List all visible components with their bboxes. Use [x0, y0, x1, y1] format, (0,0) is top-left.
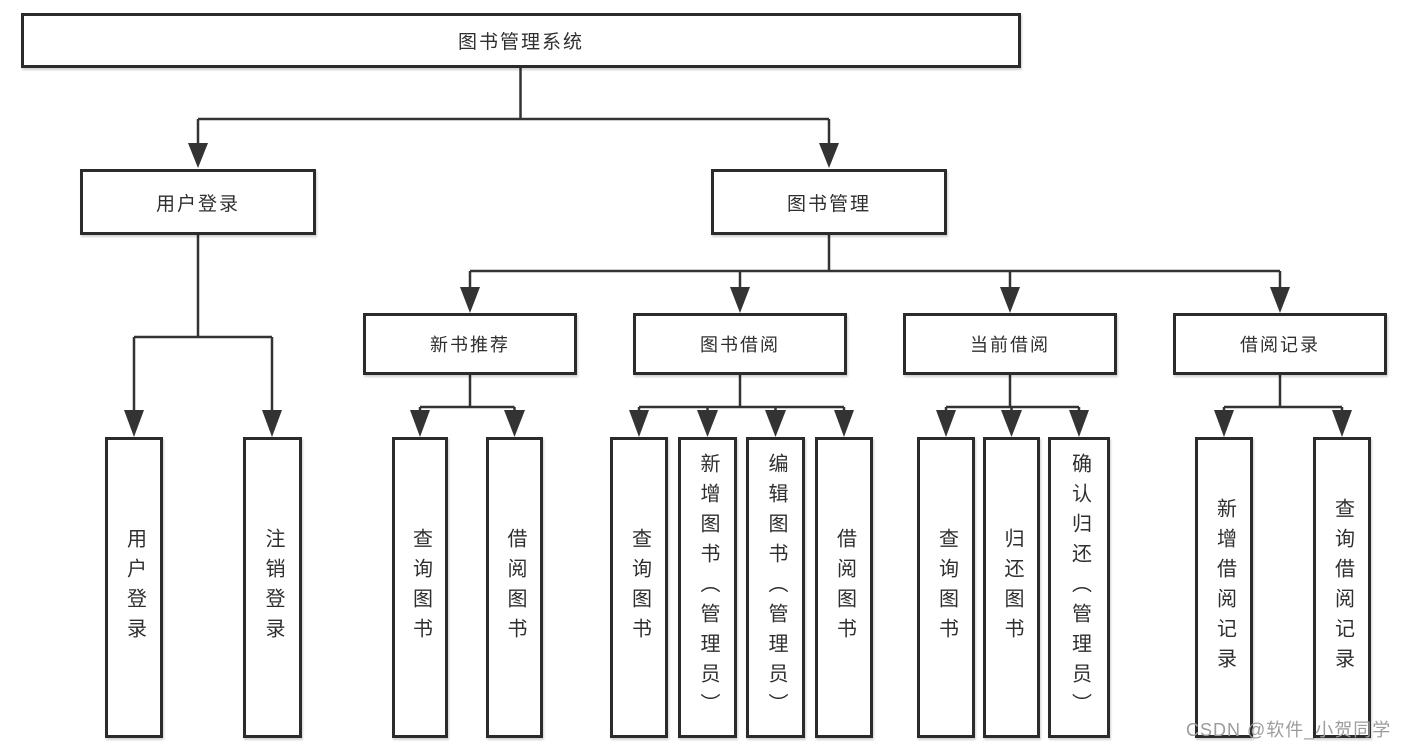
- node-label: 确认归还（管理员）: [1068, 452, 1091, 723]
- leaf-add-borrow-record: 新增借阅记录: [1195, 437, 1253, 738]
- leaf-confirm-return-admin: 确认归还（管理员）: [1048, 437, 1110, 738]
- node-new-book-recommend: 新书推荐: [363, 313, 577, 375]
- leaf-user-login: 用户登录: [105, 437, 163, 738]
- node-label: 查询借阅记录: [1331, 497, 1354, 678]
- node-label: 新增借阅记录: [1213, 497, 1236, 678]
- node-book-management: 图书管理: [711, 169, 947, 235]
- node-label: 借阅图书: [504, 527, 526, 648]
- node-library-system: 图书管理系统: [21, 13, 1021, 68]
- node-label: 归还图书: [1001, 527, 1023, 648]
- leaf-add-book-admin: 新增图书（管理员）: [678, 437, 737, 738]
- leaf-logout: 注销登录: [243, 437, 302, 738]
- leaf-query-borrow-record: 查询借阅记录: [1313, 437, 1371, 738]
- node-label: 新增图书（管理员）: [697, 452, 719, 723]
- node-book-borrow: 图书借阅: [633, 313, 847, 375]
- node-label: 查询图书: [935, 527, 958, 648]
- node-current-borrow: 当前借阅: [903, 313, 1117, 375]
- leaf-return-books: 归还图书: [983, 437, 1040, 738]
- node-label: 用户登录: [123, 527, 146, 648]
- leaf-query-books-2: 查询图书: [610, 437, 668, 738]
- watermark-text: CSDN @软件_小贺同学: [1186, 720, 1392, 740]
- leaf-query-books-3: 查询图书: [917, 437, 975, 738]
- leaf-edit-book-admin: 编辑图书（管理员）: [746, 437, 805, 738]
- leaf-borrow-books-2: 借阅图书: [815, 437, 873, 738]
- node-label: 借阅图书: [833, 527, 856, 648]
- node-user-login-group: 用户登录: [80, 169, 316, 235]
- node-label: 编辑图书（管理员）: [765, 452, 787, 723]
- node-label: 查询图书: [409, 527, 432, 648]
- node-label: 注销登录: [262, 527, 284, 648]
- node-borrow-records: 借阅记录: [1173, 313, 1387, 375]
- leaf-borrow-books-1: 借阅图书: [486, 437, 543, 738]
- leaf-query-books-1: 查询图书: [392, 437, 448, 738]
- node-label: 查询图书: [628, 527, 651, 648]
